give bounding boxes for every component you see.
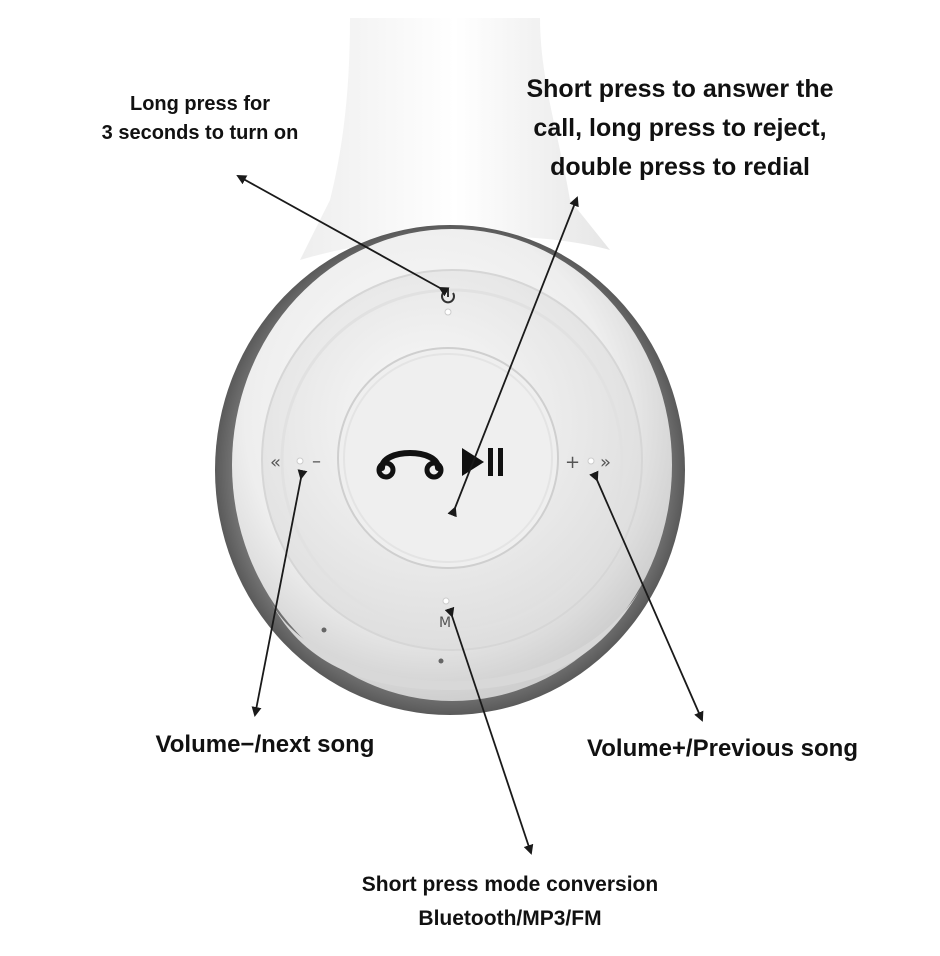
volume-down-label-line: Volume−/next song bbox=[155, 731, 375, 758]
phone-icon bbox=[376, 450, 444, 480]
mode-label-line: Bluetooth/MP3/FM bbox=[418, 906, 602, 930]
next-icon[interactable]: » bbox=[600, 452, 611, 473]
mode-button[interactable]: M bbox=[439, 615, 451, 631]
arrow-volume-down bbox=[251, 469, 308, 717]
volume-up-label-line: Volume+/Previous song bbox=[587, 735, 858, 762]
power-label-line: 3 seconds to turn on bbox=[101, 122, 299, 144]
mode-label-line: Short press mode conversion bbox=[361, 873, 659, 896]
power-label-line: Long press for bbox=[129, 93, 270, 115]
mode-label: Short press mode conversion Bluetooth/MP… bbox=[300, 868, 720, 935]
call-label-line: call, long press to reject, bbox=[533, 113, 827, 142]
earcup-lip bbox=[270, 590, 640, 690]
right-led bbox=[587, 457, 595, 465]
call-label-line: Short press to answer the bbox=[526, 75, 834, 103]
left-led bbox=[296, 457, 304, 465]
volume-down-label: Volume−/next song bbox=[120, 728, 410, 763]
mic-hole bbox=[438, 658, 444, 664]
previous-icon[interactable]: « bbox=[270, 452, 281, 473]
volume-up-icon[interactable]: + bbox=[565, 452, 580, 473]
volume-down-icon[interactable]: – bbox=[312, 451, 321, 472]
call-label: Short press to answer the call, long pre… bbox=[480, 70, 880, 186]
arrow-power bbox=[236, 175, 450, 297]
arrow-call bbox=[447, 196, 579, 518]
power-label: Long press for 3 seconds to turn on bbox=[60, 90, 340, 148]
call-label-line: double press to redial bbox=[550, 152, 810, 181]
power-led bbox=[444, 308, 452, 316]
arrow-volume-up bbox=[589, 470, 704, 722]
arrow-mode bbox=[444, 606, 534, 855]
center-button[interactable] bbox=[337, 347, 559, 569]
mic-hole bbox=[321, 627, 327, 633]
volume-up-label: Volume+/Previous song bbox=[555, 732, 890, 767]
mode-led bbox=[442, 597, 450, 605]
